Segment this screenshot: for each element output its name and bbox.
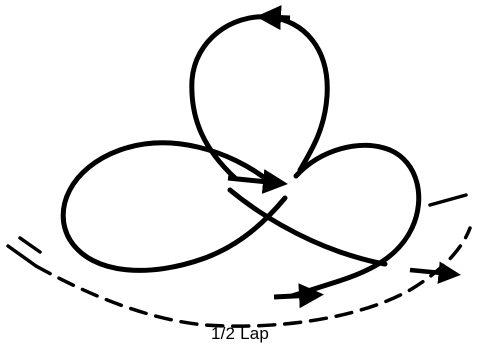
right-arrow bbox=[410, 270, 452, 274]
dashed-segment-upper-right bbox=[430, 195, 466, 205]
bottom-arrow bbox=[274, 295, 314, 297]
right-lobe bbox=[292, 145, 419, 296]
caption: 1/2 Lap bbox=[0, 324, 480, 344]
left-tail-line bbox=[8, 246, 36, 266]
top-loop bbox=[192, 17, 327, 178]
center-arrow bbox=[228, 178, 278, 183]
left-tail-tick bbox=[20, 238, 40, 252]
top-loop-arrow bbox=[266, 17, 290, 18]
